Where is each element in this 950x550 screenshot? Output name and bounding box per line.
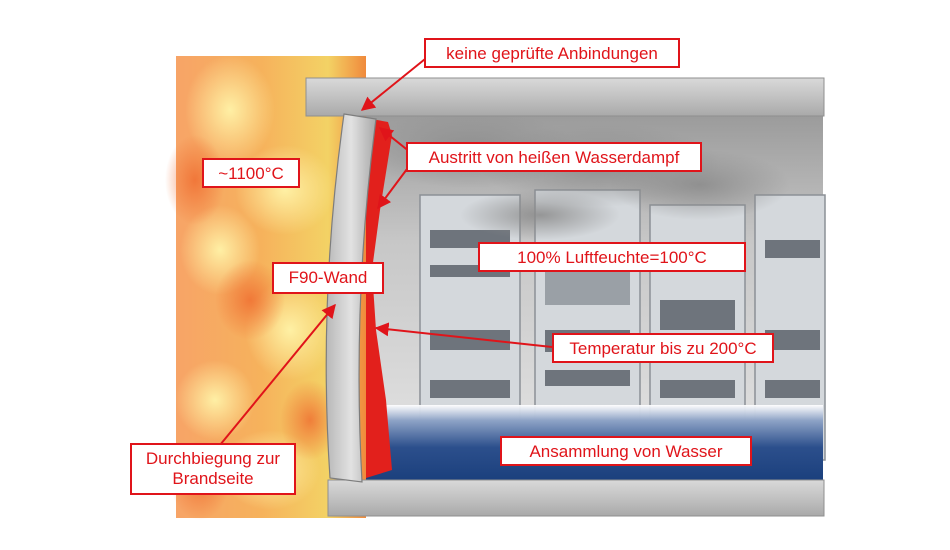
ceiling-slab — [305, 77, 825, 117]
label-connections: keine geprüfte Anbindungen — [424, 38, 680, 68]
label-humidity: 100% Luftfeuchte=100°C — [478, 242, 746, 272]
label-water: Ansammlung von Wasser — [500, 436, 752, 466]
label-steam: Austritt von heißen Wasserdampf — [406, 142, 702, 172]
label-fire-temp: ~1100°C — [202, 158, 300, 188]
f90-wall — [325, 113, 377, 483]
label-deflection-line2: Brandseite — [172, 469, 254, 488]
heat-zone — [366, 118, 392, 478]
annotation-arrows — [219, 54, 553, 446]
label-wall: F90-Wand — [272, 262, 384, 294]
label-deflection: Durchbiegung zur Brandseite — [130, 443, 296, 495]
floor-slab — [327, 479, 825, 517]
label-temperature: Temperatur bis zu 200°C — [552, 333, 774, 363]
label-deflection-line1: Durchbiegung zur — [145, 449, 281, 468]
